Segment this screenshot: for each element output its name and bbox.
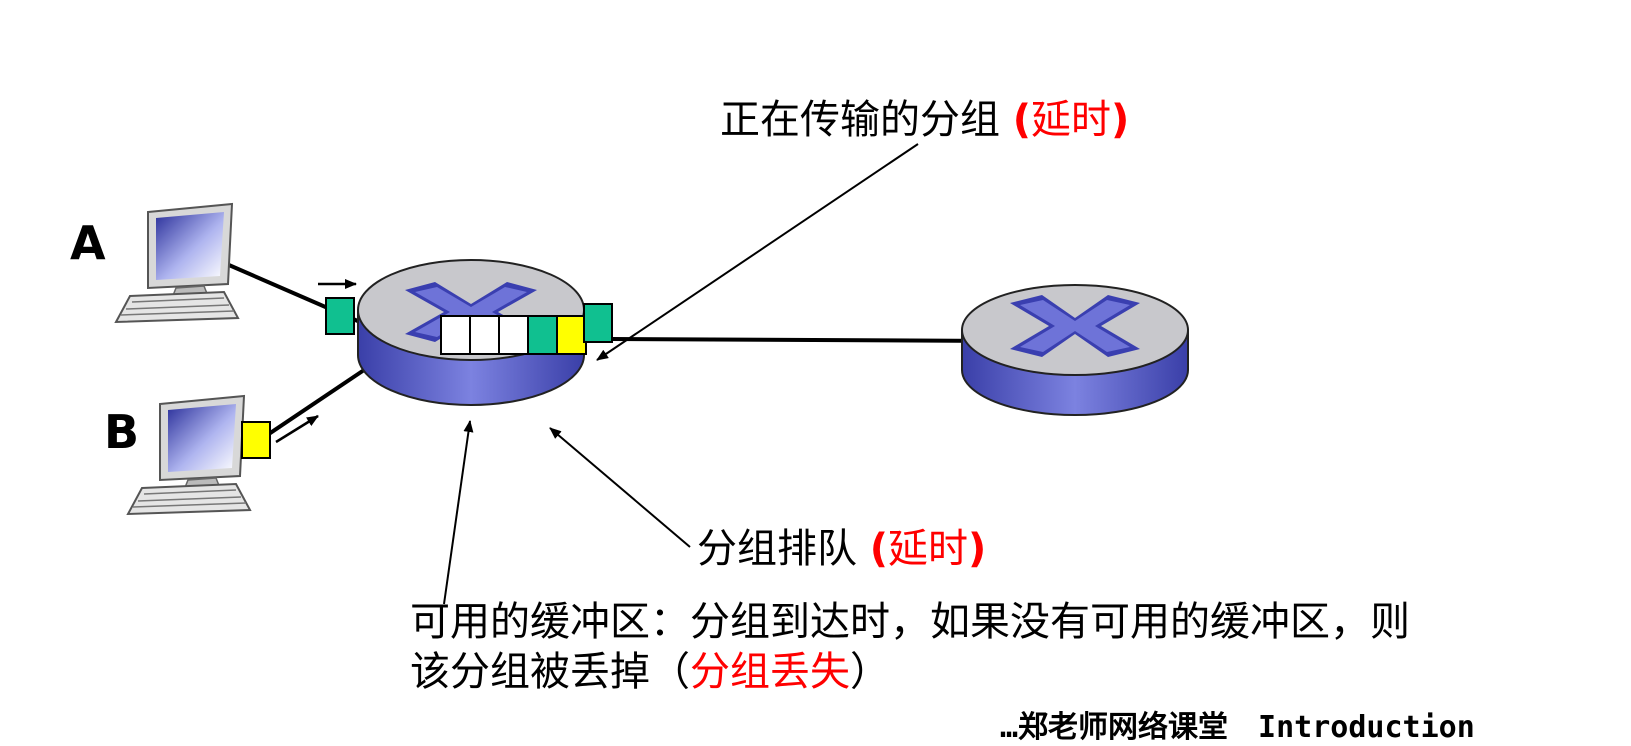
host-b-label: B [104,405,140,459]
link-router-router [611,337,1001,343]
arrival-arrow-b [275,414,319,444]
footer-watermark: …郑老师网络课堂 Introduction [1000,710,1475,745]
queued-packet-yellow [556,315,587,355]
router-2-icon [961,284,1189,416]
computer-b-icon [126,394,252,516]
callout-arrow-queueing [549,427,691,548]
transmission-text: 正在传输的分组 [720,97,1000,143]
transmitting-packet [583,303,613,343]
callout-arrow-buffer [443,420,474,605]
queueing-delay-label: 分组排队 (延时) [697,525,986,573]
queued-packet-green [527,315,558,355]
computer-a-icon [114,202,240,324]
buffer-line2-suffix: ） [850,649,890,695]
transmission-delay-text: 延时 [1031,97,1111,143]
buffer-explanation-line2: 该分组被丢掉（分组丢失） [410,648,890,696]
transmission-delay-label: 正在传输的分组 (延时) [720,96,1129,144]
close-paren: ) [1111,97,1130,143]
queueing-delay-text: 延时 [888,526,968,572]
buffer-slot-empty [440,315,471,355]
callout-arrow-transmission [596,143,919,361]
buffer-line2-prefix: 该分组被丢掉（ [410,649,690,695]
open-paren: ( [869,526,888,572]
buffer-slot-empty [469,315,500,355]
packet-loss-text: 分组丢失 [690,649,850,695]
close-paren: ) [968,526,987,572]
host-a-label: A [70,216,106,270]
queueing-text: 分组排队 [697,526,857,572]
arriving-packet-a [325,297,355,335]
arriving-packet-b [241,421,271,459]
network-diagram [114,143,1189,605]
open-paren: ( [1012,97,1031,143]
buffer-slot-empty [498,315,529,355]
buffer-explanation-line1: 可用的缓冲区：分组到达时，如果没有可用的缓冲区，则 [410,599,1410,645]
